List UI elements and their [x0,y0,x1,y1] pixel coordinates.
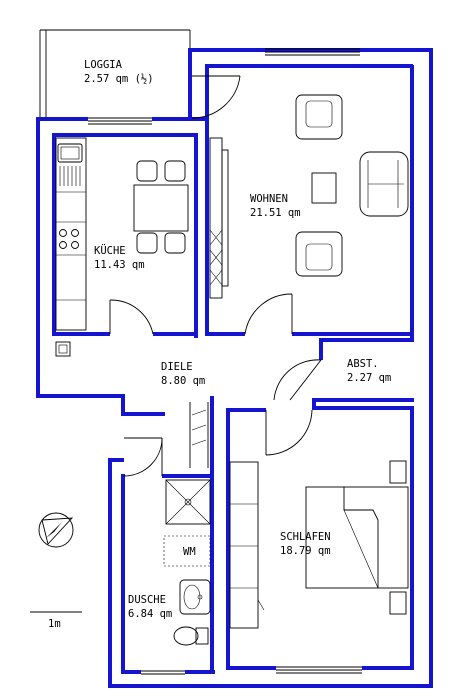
shower-icon [165,479,211,525]
kitchen-counter [55,137,87,331]
washing-machine-label: WM [183,546,196,558]
kueche-area: 11.43 qm [94,259,145,271]
room-labels: LOGGIA 2.57 qm (½) WOHNEN 21.51 qm KÜCHE… [48,59,391,630]
loggia-area: 2.57 qm (½) [84,73,154,85]
abst-area: 2.27 qm [347,372,391,384]
wardrobe-icon [189,402,209,468]
schlafen-area: 18.79 qm [280,545,331,557]
kueche-name: KÜCHE [94,244,126,257]
wohnen-area: 21.51 qm [250,207,301,219]
meter-box-icon [55,341,71,357]
diele-area: 8.80 qm [161,375,205,387]
armchair-icon [295,231,343,277]
loggia-name: LOGGIA [84,59,123,71]
dining-table-icon [133,160,189,254]
dusche-area: 6.84 qm [128,608,172,620]
scale-label: 1m [48,618,61,630]
sofa-icon [359,151,409,217]
abst-name: ABST. [347,358,379,370]
shelf-icon [209,137,229,299]
coffee-table-icon [311,172,337,204]
toilet-icon [173,626,209,646]
diele-name: DIELE [161,361,193,373]
compass-icon [38,512,74,548]
walls [36,48,433,688]
washbasin-icon [179,579,211,615]
washing-machine-icon [163,535,211,567]
bed-icon [305,486,409,589]
stove-icon [59,229,79,249]
nightstand-icon [389,460,407,615]
windows [88,48,362,675]
armchair-icon [295,94,343,140]
dusche-name: DUSCHE [128,594,166,606]
schlafen-name: SCHLAFEN [280,531,331,543]
wohnen-name: WOHNEN [250,193,288,205]
doors [109,75,322,477]
sink-icon [57,143,83,186]
loggia-outline [39,29,191,118]
wardrobe-icon [229,461,265,629]
